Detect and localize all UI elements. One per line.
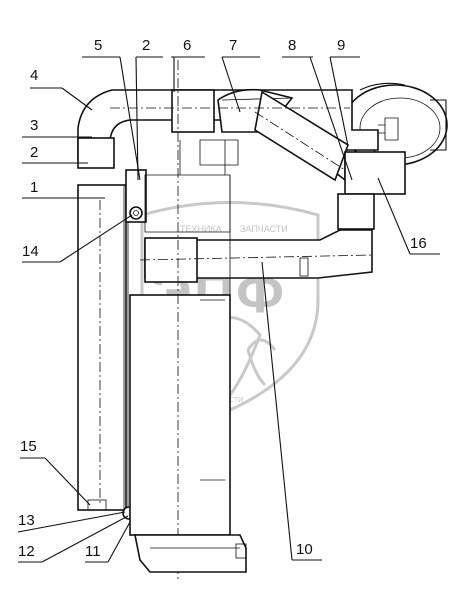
callout-3: 3 <box>30 117 38 134</box>
callout-2-top: 2 <box>142 37 150 54</box>
watermark-line2: ЗАПЧАСТИ <box>240 224 288 234</box>
vertical-pipe <box>129 60 247 580</box>
charge-air-cooler <box>77 169 147 520</box>
lower-air-duct <box>139 229 373 283</box>
callout-15: 15 <box>20 438 37 455</box>
callout-12: 12 <box>18 543 35 560</box>
callout-8: 8 <box>288 37 296 54</box>
callout-13: 13 <box>18 512 35 529</box>
callout-9: 9 <box>337 37 345 54</box>
callout-7: 7 <box>229 37 237 54</box>
leader-lines <box>17 56 440 563</box>
callout-1: 1 <box>30 179 38 196</box>
callout-14: 14 <box>22 243 39 260</box>
callout-4: 4 <box>30 67 38 84</box>
upper-air-duct <box>77 88 406 230</box>
watermark-line1: ТЕХНИКА <box>180 224 222 234</box>
callout-6: 6 <box>183 37 191 54</box>
callout-2-left: 2 <box>30 144 38 161</box>
callout-10: 10 <box>296 541 313 558</box>
callouts: 5 2 6 7 8 9 4 3 2 1 14 16 15 13 12 11 10 <box>18 37 427 560</box>
callout-16: 16 <box>410 235 427 252</box>
callout-5: 5 <box>94 37 102 54</box>
callout-11: 11 <box>85 543 101 560</box>
